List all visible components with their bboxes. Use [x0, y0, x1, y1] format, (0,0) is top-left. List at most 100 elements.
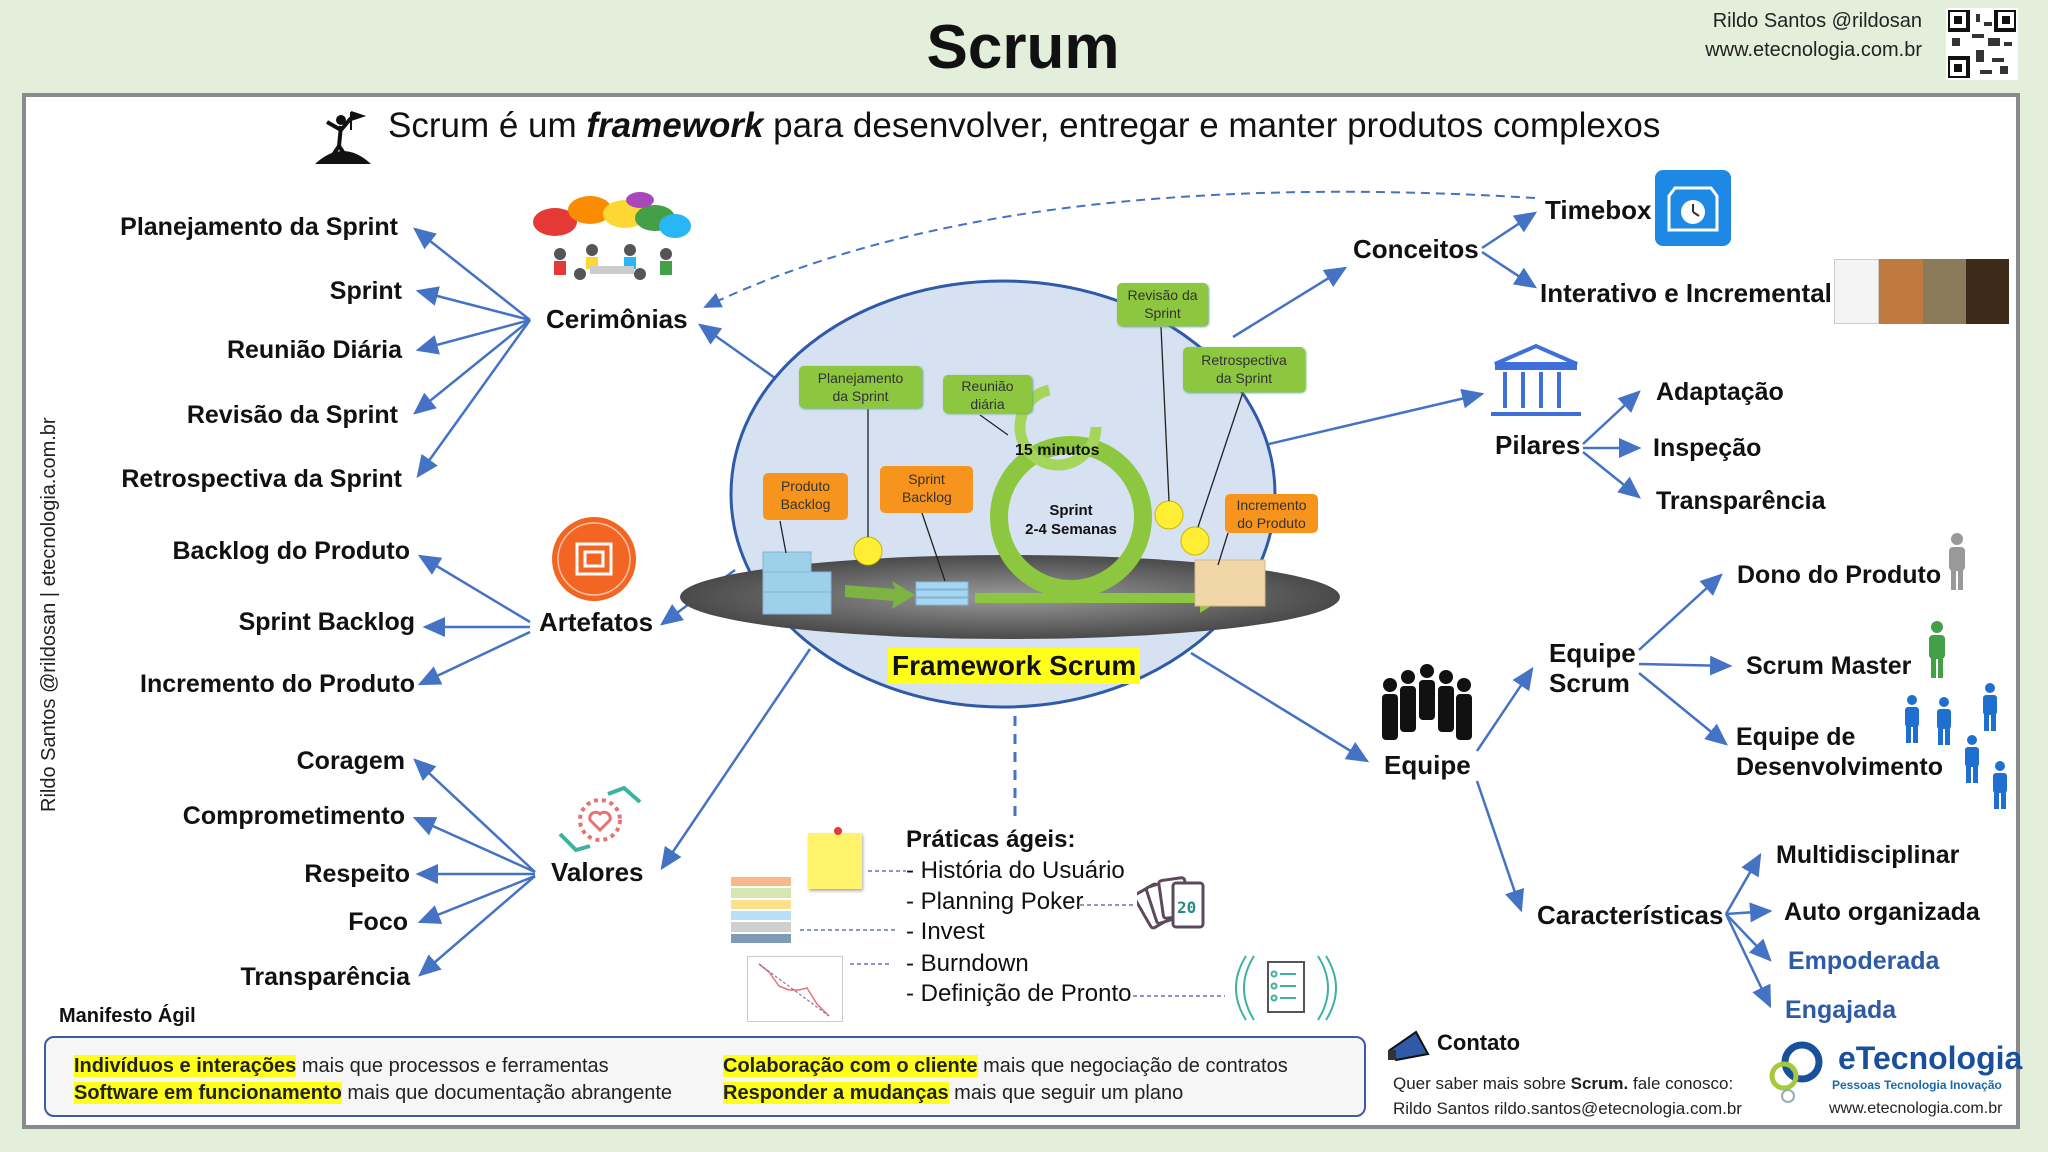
artifact-sprint-backlog: Sprint Backlog — [238, 608, 415, 636]
concept-timebox: Timebox — [1545, 195, 1652, 225]
char-empoderada: Empoderada — [1788, 947, 1940, 975]
box-retrospectiva-sprint: Retrospectiva da Sprint — [1183, 347, 1305, 392]
arrow-val-4 — [417, 874, 536, 924]
arrow-caracteristicas — [1475, 780, 1525, 913]
summit-flag-icon — [315, 111, 371, 164]
arrow-art-3 — [417, 630, 531, 686]
practice-planning-poker: - Planning Poker — [906, 888, 1084, 915]
subtitle: Scrum é um framework para desenvolver, e… — [388, 106, 1660, 146]
arrow-val-1 — [413, 758, 536, 873]
logo-url[interactable]: www.etecnologia.com.br — [1829, 1100, 2003, 1117]
daily-duration: 15 minutos — [1015, 442, 1100, 459]
characteristics-hub: Características — [1537, 900, 1724, 930]
arrow-transparencia — [1582, 451, 1641, 499]
team-icon — [1382, 664, 1472, 740]
concepts-hub: Conceitos — [1353, 234, 1479, 264]
arrow-sm — [1638, 655, 1733, 676]
arrow-auto — [1725, 902, 1773, 923]
value-transparencia: Transparência — [240, 963, 410, 991]
manifesto-rest: mais que negociação de contratos — [977, 1055, 1288, 1077]
box-produto-backlog: Produto Backlog — [763, 473, 848, 520]
box-reuniao-diaria: Reunião diária — [943, 375, 1032, 413]
heart-hands-icon — [558, 785, 642, 853]
artifact-incremento: Incremento do Produto — [140, 670, 415, 698]
arrow-sphere-pilares — [1268, 388, 1485, 446]
dev-team-icon — [1905, 683, 2007, 809]
manifesto-rest: mais que documentação abrangente — [341, 1082, 673, 1104]
arrow-empoderada — [1725, 913, 1772, 962]
ceremony-planejamento: Planejamento da Sprint — [120, 213, 398, 241]
manifesto-highlight: Software em funcionamento — [74, 1082, 342, 1104]
manifesto-row-2: Software em funcionamento mais que docum… — [74, 1082, 672, 1105]
contact-email[interactable]: Rildo Santos rildo.santos@etecnologia.co… — [1393, 1099, 1742, 1118]
role-scrum-master: Scrum Master — [1746, 652, 1912, 680]
pillars-hub: Pilares — [1495, 430, 1581, 460]
scrum-master-icon — [1929, 621, 1945, 678]
qr-code — [1946, 8, 2018, 80]
arrow-sphere-equipe — [1190, 651, 1370, 763]
team-hub: Equipe — [1384, 750, 1471, 780]
ceremony-people-icon — [533, 192, 691, 280]
manifesto-highlight: Responder a mudanças — [723, 1082, 949, 1104]
practices-title: Práticas ágeis: — [906, 826, 1076, 853]
arrow-sphere-cer — [697, 323, 776, 380]
website-credit: www.etecnologia.com.br — [1705, 39, 1922, 61]
practice-dod: - Definição de Pronto — [906, 980, 1132, 1007]
contact-text: fale conosco: — [1628, 1074, 1734, 1093]
manifesto-highlight: Colaboração com o cliente — [723, 1055, 978, 1077]
definition-of-done-icon — [1235, 955, 1337, 1021]
ceremony-sprint: Sprint — [329, 277, 402, 305]
vertical-credit: Rildo Santos @rildosan | etecnologia.com… — [38, 417, 60, 812]
arrow-dono — [1638, 573, 1723, 651]
timebox-icon — [1655, 170, 1731, 246]
value-foco: Foco — [348, 908, 408, 936]
box-sprint-backlog: Sprint Backlog — [880, 466, 973, 513]
manifesto-highlight: Indivíduos e interações — [74, 1055, 297, 1077]
arrow-cer-5 — [416, 319, 532, 479]
char-multidisciplinar: Multidisciplinar — [1776, 841, 1960, 869]
sticky-note-icon — [808, 827, 862, 889]
poker-card-value: 20 — [1177, 898, 1196, 917]
role-product-owner: Dono do Produto — [1737, 561, 1942, 589]
arrow-val-2 — [412, 816, 536, 874]
sprint-label: Sprint — [1049, 502, 1093, 519]
manifesto-row-1: Indivíduos e interações mais que process… — [74, 1055, 609, 1078]
arrow-dev — [1638, 672, 1728, 746]
arrow-timebox — [1481, 211, 1538, 250]
page-title: Scrum — [926, 13, 1120, 82]
arrow-cer-2 — [415, 286, 531, 322]
manifesto-row-3: Colaboração com o cliente mais que negoc… — [723, 1055, 1288, 1078]
practice-invest: - Invest — [906, 918, 985, 945]
arrow-cer-3 — [415, 318, 531, 355]
subtitle-text: Scrum é um — [388, 106, 587, 145]
practice-burndown: - Burndown — [906, 950, 1029, 977]
mona-lisa-iteration-images — [1834, 259, 2009, 324]
ceremony-retrospectiva: Retrospectiva da Sprint — [121, 465, 402, 493]
role-dev-team: Equipe de Desenvolvimento — [1736, 723, 1944, 781]
arrow-cer-4 — [413, 319, 531, 415]
box-planejamento-sprint: Planejamento da Sprint — [799, 366, 922, 408]
ceremony-revisao: Revisão da Sprint — [186, 401, 398, 429]
product-owner-icon — [1949, 533, 1965, 590]
pillars-icon — [1491, 343, 1581, 416]
arrow-interativo — [1481, 250, 1538, 289]
contact-text: Quer saber mais sobre — [1393, 1074, 1571, 1093]
box-revisao-sprint: Revisão da Sprint — [1117, 283, 1208, 326]
manifesto-title: Manifesto Ágil — [59, 1005, 196, 1027]
arrow-sphere-val — [660, 648, 812, 871]
pillar-inspecao: Inspeção — [1653, 434, 1762, 462]
arrow-equipe-scrum — [1475, 666, 1534, 752]
ceremony-reuniao: Reunião Diária — [226, 336, 402, 364]
artifacts-hub: Artefatos — [539, 607, 654, 637]
value-respeito: Respeito — [304, 860, 410, 888]
pillar-transparencia: Transparência — [1656, 487, 1826, 515]
arrow-cer-1 — [413, 227, 531, 321]
logo-name: eTecnologia — [1838, 1040, 2023, 1076]
artifact-backlog-produto: Backlog do Produto — [172, 537, 411, 565]
contact-line-1: Quer saber mais sobre Scrum. fale conosc… — [1393, 1074, 1733, 1094]
contact-bold: Scrum. — [1570, 1074, 1629, 1093]
arrow-multi — [1724, 852, 1762, 915]
pillar-adaptacao: Adaptação — [1656, 378, 1784, 406]
arrow-art-1 — [417, 554, 531, 624]
invest-chart-icon — [731, 877, 791, 943]
